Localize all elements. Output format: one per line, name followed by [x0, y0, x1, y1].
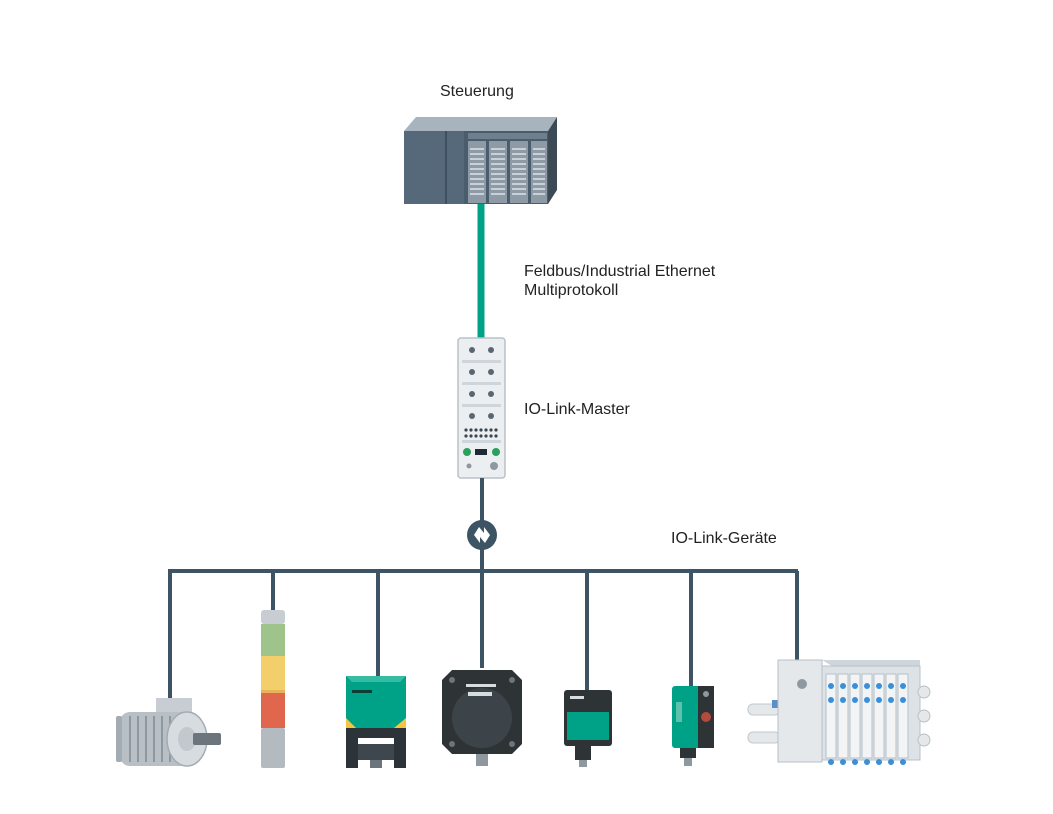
distance-sensor-icon [672, 686, 714, 766]
controller-plc [404, 117, 557, 204]
controller-label: Steuerung [440, 83, 514, 100]
inductive-sensor-icon [346, 676, 406, 768]
electric-motor-icon [116, 698, 221, 767]
io-link-master [457, 337, 506, 479]
io-link-symbol-icon [467, 520, 497, 550]
controller-io-modules [468, 133, 547, 203]
fieldbus-label: Feldbus/Industrial Ethernet Multiprotoko… [524, 262, 715, 300]
signal-tower-icon [261, 610, 285, 768]
io-link-cabling [168, 478, 799, 698]
photoelectric-sensor-icon [564, 690, 612, 767]
fieldbus-label-line1: Feldbus/Industrial Ethernet [524, 263, 716, 280]
io-link-devices-label: IO-Link-Geräte [671, 530, 777, 547]
fieldbus-label-line2: Multiprotokoll [524, 282, 619, 299]
rfid-read-head-icon [442, 670, 522, 766]
valve-terminal-icon [747, 659, 931, 765]
io-link-master-label: IO-Link-Master [524, 401, 630, 418]
